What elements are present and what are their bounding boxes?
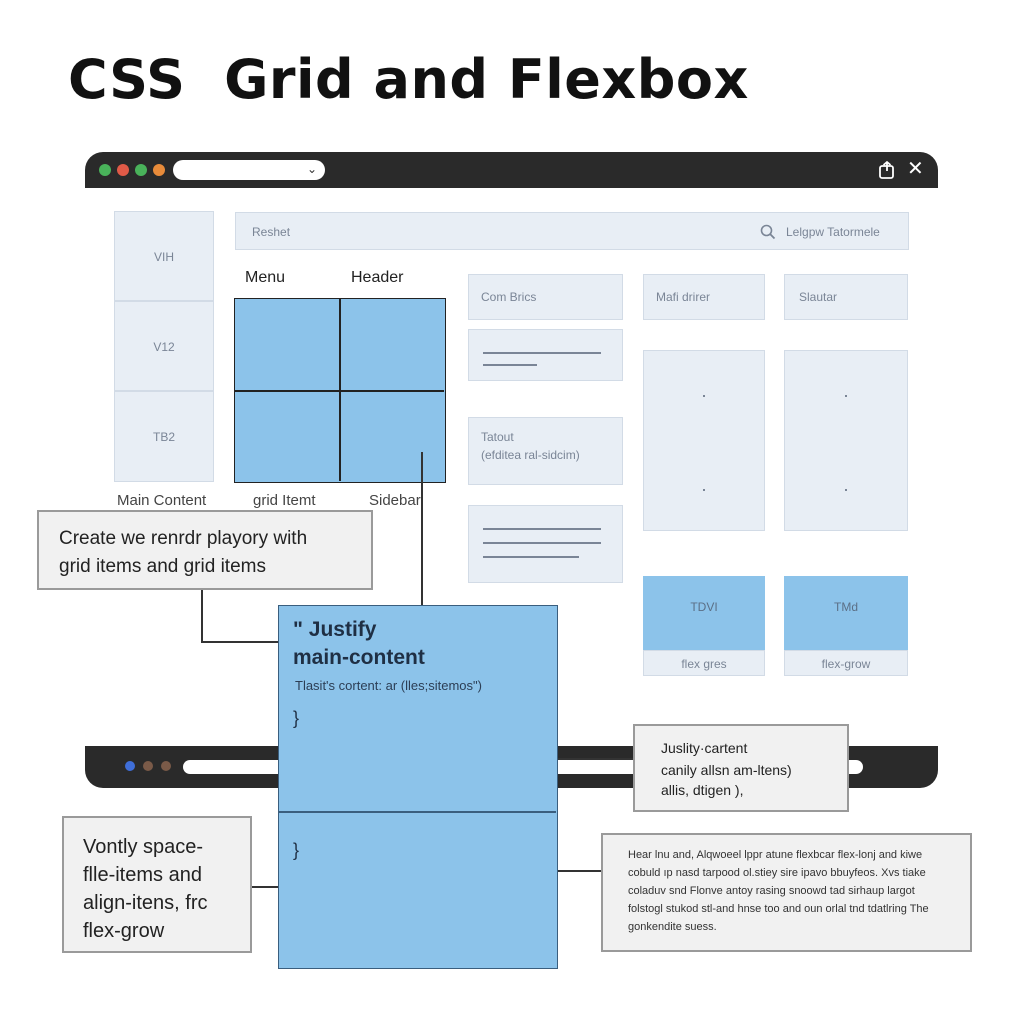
window-dot-red[interactable] (117, 164, 129, 176)
flex-item-caption-bar: flex gres (643, 650, 765, 676)
callout-line: flle-items and (83, 864, 202, 886)
search-placeholder: Reshet (252, 225, 291, 239)
connector-line (238, 886, 292, 888)
left-cell: V12 (114, 301, 214, 391)
flex-col-body (784, 350, 908, 531)
callout-line: Create we renrdr playory with (59, 528, 308, 549)
flex-item-caption: flex-grow (821, 657, 871, 671)
search-bar[interactable]: Reshet Lelgpw Tatormele (235, 212, 909, 250)
callout-line: Juslity·cartent (661, 740, 748, 756)
callout-line: gonkendite suess. (628, 921, 717, 933)
address-bar[interactable] (173, 160, 325, 180)
browser-titlebar: ⌄ ✕ (85, 152, 938, 188)
left-cell-label: V12 (153, 340, 175, 354)
sidebar-label: Sidebar (369, 492, 421, 509)
callout-line: allis, dtigen ), (661, 782, 744, 798)
browser-window: ⌄ ✕ VIH V12 TB2 Main Content Reshet Lelg… (85, 152, 938, 788)
left-cell: VIH (114, 211, 214, 301)
mid-panel-label: Com Brics (481, 290, 537, 304)
callout-line: canily allsn am-ltens) (661, 762, 792, 778)
left-cell: TB2 (114, 391, 214, 482)
callout-line: align-itens, frc (83, 892, 208, 914)
flex-item-box: TMd (784, 576, 908, 650)
mid-panel-subtitle: (efditea ral-sidcim) (481, 448, 580, 462)
bottom-dot-brown-2[interactable] (161, 761, 171, 771)
flex-col-header: Slautar (784, 274, 908, 320)
marker-dot (703, 395, 705, 397)
connector-line (201, 641, 279, 643)
marker-dot (703, 489, 705, 491)
callout-line: coladuv snd Flonve antoy rasing snoowd t… (628, 885, 915, 897)
flex-col-header-label: Mafi drirer (656, 290, 711, 304)
bottom-dot-blue[interactable] (125, 761, 135, 771)
mid-panel: Com Brics (468, 274, 623, 320)
search-right-text: Lelgpw Tatormele (786, 225, 880, 239)
grid-label-header: Header (351, 269, 404, 286)
text-line (483, 542, 601, 544)
page-viewport: VIH V12 TB2 Main Content Reshet Lelgpw T… (85, 188, 938, 746)
callout-line: Hear lnu and, Alqwoeel lppr atune flexbc… (628, 849, 923, 861)
connector-line (201, 588, 203, 642)
text-line (483, 556, 579, 558)
left-cell-label: TB2 (152, 430, 175, 444)
justify-content-box: " Justify main-content Tlasit's cortent:… (278, 605, 558, 969)
grid-divider-horizontal (235, 390, 444, 392)
closing-brace: } (293, 840, 300, 860)
window-dot-green[interactable] (99, 164, 111, 176)
callout-line: folstogl stukod stl-and hnse too and oun… (628, 903, 929, 915)
marker-dot (845, 489, 847, 491)
text-line (483, 528, 601, 530)
justify-code: Tlasit's cortent: ar (lles;sitemos") (295, 678, 482, 693)
flex-col-header-label: Slautar (799, 290, 838, 304)
text-line (483, 352, 601, 354)
window-dot-green-2[interactable] (135, 164, 147, 176)
window-dot-orange[interactable] (153, 164, 165, 176)
chevron-down-icon[interactable]: ⌄ (307, 162, 318, 176)
marker-dot (845, 395, 847, 397)
callout-line: grid items and grid items (59, 556, 266, 577)
flex-item-label: TDVI (690, 600, 718, 614)
closing-brace: } (293, 708, 300, 728)
text-line (483, 364, 537, 366)
page-title: CSS Grid and Flexbox (68, 48, 749, 111)
mid-panel-lines (468, 329, 623, 381)
flex-item-label: TMd (834, 600, 858, 614)
flex-item-caption: flex gres (681, 657, 727, 671)
share-icon[interactable] (877, 160, 897, 180)
mid-panel-lines (468, 505, 623, 583)
callout-flex-items: Vontly space- flle-items and align-itens… (62, 816, 252, 953)
search-icon[interactable] (760, 224, 776, 240)
callout-line: flex-grow (83, 920, 165, 942)
flex-item-box: TDVI (643, 576, 765, 650)
bottom-dot-brown[interactable] (143, 761, 153, 771)
connector-line (557, 758, 633, 760)
css-grid-container (234, 298, 446, 483)
flex-item-caption-bar: flex-grow (784, 650, 908, 676)
flex-col-header: Mafi drirer (643, 274, 765, 320)
callout-justify-content: Juslity·cartent canily allsn am-ltens) a… (633, 724, 849, 812)
callout-description: Hear lnu and, Alqwoeel lppr atune flexbc… (601, 833, 972, 952)
callout-create-layout: Create we renrdr playory with grid items… (37, 510, 373, 590)
grid-label-menu: Menu (245, 269, 286, 286)
justify-heading: " Justify (293, 618, 377, 641)
callout-line: Vontly space- (83, 836, 204, 858)
flex-col-body (643, 350, 765, 531)
connector-line (421, 452, 423, 607)
browser-bottombar (85, 746, 938, 788)
callout-line: cobuld ıp nasd tarpood ol.stiey sire ipa… (628, 867, 926, 879)
justify-heading: main-content (293, 646, 425, 669)
left-cell-label: VIH (153, 250, 174, 264)
mid-panel-title: Tatout (481, 430, 514, 444)
main-content-label: Main Content (117, 492, 207, 509)
grid-item-label: grid Itemt (253, 492, 316, 509)
close-icon[interactable]: ✕ (907, 158, 924, 180)
mid-panel-text: Tatout (efditea ral-sidcim) (468, 417, 623, 485)
box-divider (279, 811, 556, 813)
